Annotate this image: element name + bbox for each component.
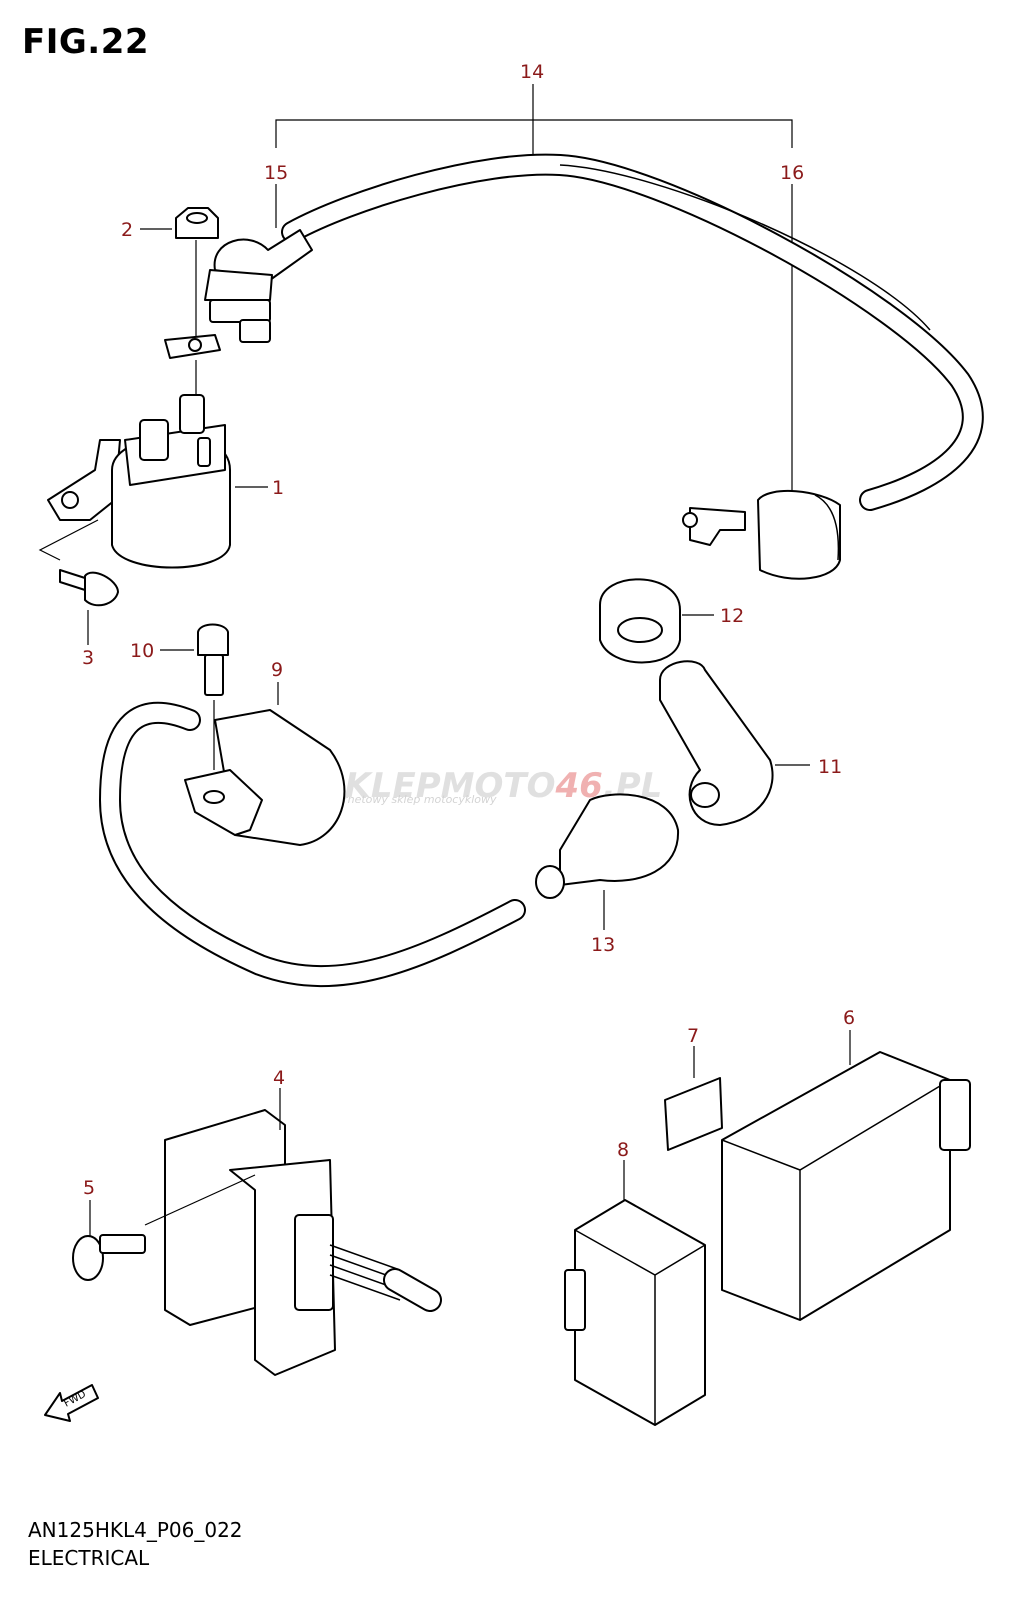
figure-name: ELECTRICAL — [28, 1546, 150, 1570]
plug-cap-part-11 — [659, 660, 810, 826]
callout-12: 12 — [720, 605, 744, 627]
callout-11: 11 — [818, 756, 842, 778]
callout-10: 10 — [130, 640, 154, 662]
cdi-unit-part-6 — [721, 1030, 971, 1321]
callout-2: 2 — [121, 219, 133, 241]
callout-15: 15 — [264, 162, 288, 184]
bracket-14 — [275, 84, 793, 492]
callout-3: 3 — [82, 647, 94, 669]
bolt-part-3 — [38, 519, 119, 645]
battery-cable-assembly — [204, 153, 984, 580]
bolt-part-10 — [160, 623, 229, 770]
fwd-arrow-icon: FWD — [44, 1384, 99, 1422]
callout-labels: 2 1 3 10 9 14 15 16 12 11 13 4 5 7 6 8 — [82, 61, 855, 1199]
figure-code: AN125HKL4_P06_022 — [28, 1518, 243, 1542]
svg-text:SKLEPMOTO46.PL: SKLEPMOTO46.PL — [320, 766, 662, 806]
ignition-coil-part-9 — [98, 682, 526, 988]
starter-relay-part-1 — [47, 334, 268, 569]
relay-box-part-8 — [564, 1160, 706, 1426]
screw-part-5 — [72, 1174, 256, 1281]
callout-9: 9 — [271, 659, 283, 681]
boot-part-13 — [535, 793, 680, 930]
callout-16: 16 — [780, 162, 804, 184]
callout-5: 5 — [83, 1177, 95, 1199]
callout-4: 4 — [273, 1067, 285, 1089]
callout-1: 1 — [272, 477, 284, 499]
callout-7: 7 — [687, 1025, 699, 1047]
callout-8: 8 — [617, 1139, 629, 1161]
figure-title: FIG.22 — [22, 22, 150, 62]
nut-part-2 — [140, 207, 219, 340]
callout-6: 6 — [843, 1007, 855, 1029]
callout-13: 13 — [591, 934, 615, 956]
callout-14: 14 — [520, 61, 544, 83]
watermark: SKLEPMOTO46.PL internetowy sklep motocyk… — [320, 766, 662, 806]
watermark-tagline: internetowy sklep motocyklowy — [322, 793, 497, 806]
pad-part-7 — [664, 1046, 723, 1151]
regulator-part-4 — [164, 1088, 442, 1376]
watermark-brand: SKLEPMOTO — [320, 766, 555, 806]
cap-part-12 — [599, 578, 714, 664]
